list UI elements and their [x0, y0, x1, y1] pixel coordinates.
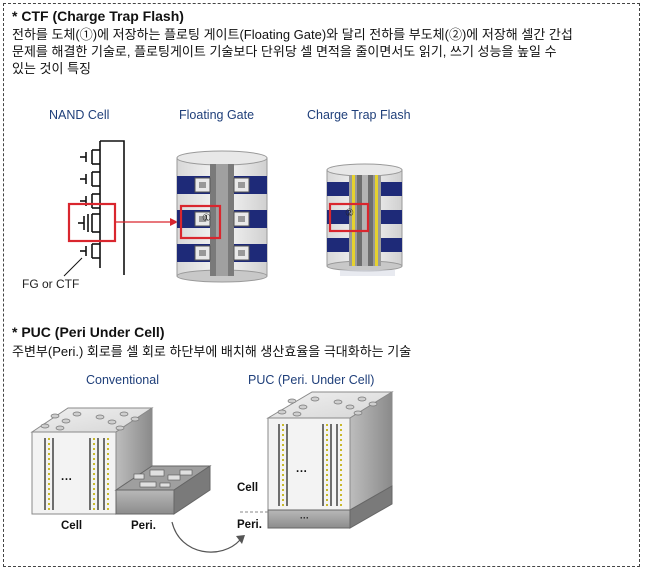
label-cell-left: Cell	[61, 520, 83, 532]
floating-gate-cylinder	[176, 150, 268, 283]
conventional-peri-block	[114, 465, 212, 515]
ctf-desc-line1: 전하를 도체(①)에 저장하는 플로팅 게이트(Floating Gate)와 …	[12, 27, 573, 42]
transistor-3	[80, 193, 100, 209]
puc-cell-cube	[266, 391, 394, 511]
label-nand-cell: NAND Cell	[49, 108, 110, 122]
label-peri-left: Peri.	[131, 520, 156, 532]
label-peri-right: Peri.	[237, 519, 262, 531]
transistor-1	[80, 149, 100, 165]
ctf-title: * CTF (Charge Trap Flash)	[12, 8, 184, 24]
marker-2: ②	[345, 208, 354, 219]
ctf-highlight-box	[328, 202, 370, 233]
nand-cell-schematic	[63, 140, 125, 277]
label-fg-or-ctf: FG or CTF	[22, 277, 80, 291]
dots-left: ···	[61, 474, 73, 486]
dots-right-top: ···	[296, 466, 308, 478]
marker-1: ①	[202, 213, 211, 224]
puc-desc-line1: 주변부(Peri.) 회로를 셀 회로 하단부에 배치해 생산효율을 극대화하는…	[12, 344, 412, 359]
label-floating-gate: Floating Gate	[179, 108, 255, 122]
ctf-desc-line2: 문제를 해결한 기술로, 플로팅게이트 기술보다 단위당 셀 면적을 줄이면서도…	[12, 44, 557, 59]
label-conventional: Conventional	[86, 373, 159, 387]
ctf-desc-line3: 있는 것이 특징	[12, 61, 91, 76]
fg-highlight-box	[179, 204, 222, 240]
puc-title: * PUC (Peri Under Cell)	[12, 324, 165, 340]
label-cell-right: Cell	[237, 482, 259, 494]
transition-arrow	[171, 521, 245, 553]
charge-trap-flash-cylinder	[326, 163, 403, 276]
content-frame	[3, 3, 640, 567]
transistor-5	[80, 243, 100, 259]
label-charge-trap-flash: Charge Trap Flash	[307, 108, 411, 122]
dots-right-bottom: ···	[300, 513, 309, 523]
transistor-4-highlighted	[78, 213, 100, 233]
label-puc: PUC (Peri. Under Cell)	[248, 373, 375, 387]
puc-peri-base	[240, 485, 393, 529]
transistor-2	[80, 171, 100, 187]
red-arrow	[115, 218, 178, 226]
